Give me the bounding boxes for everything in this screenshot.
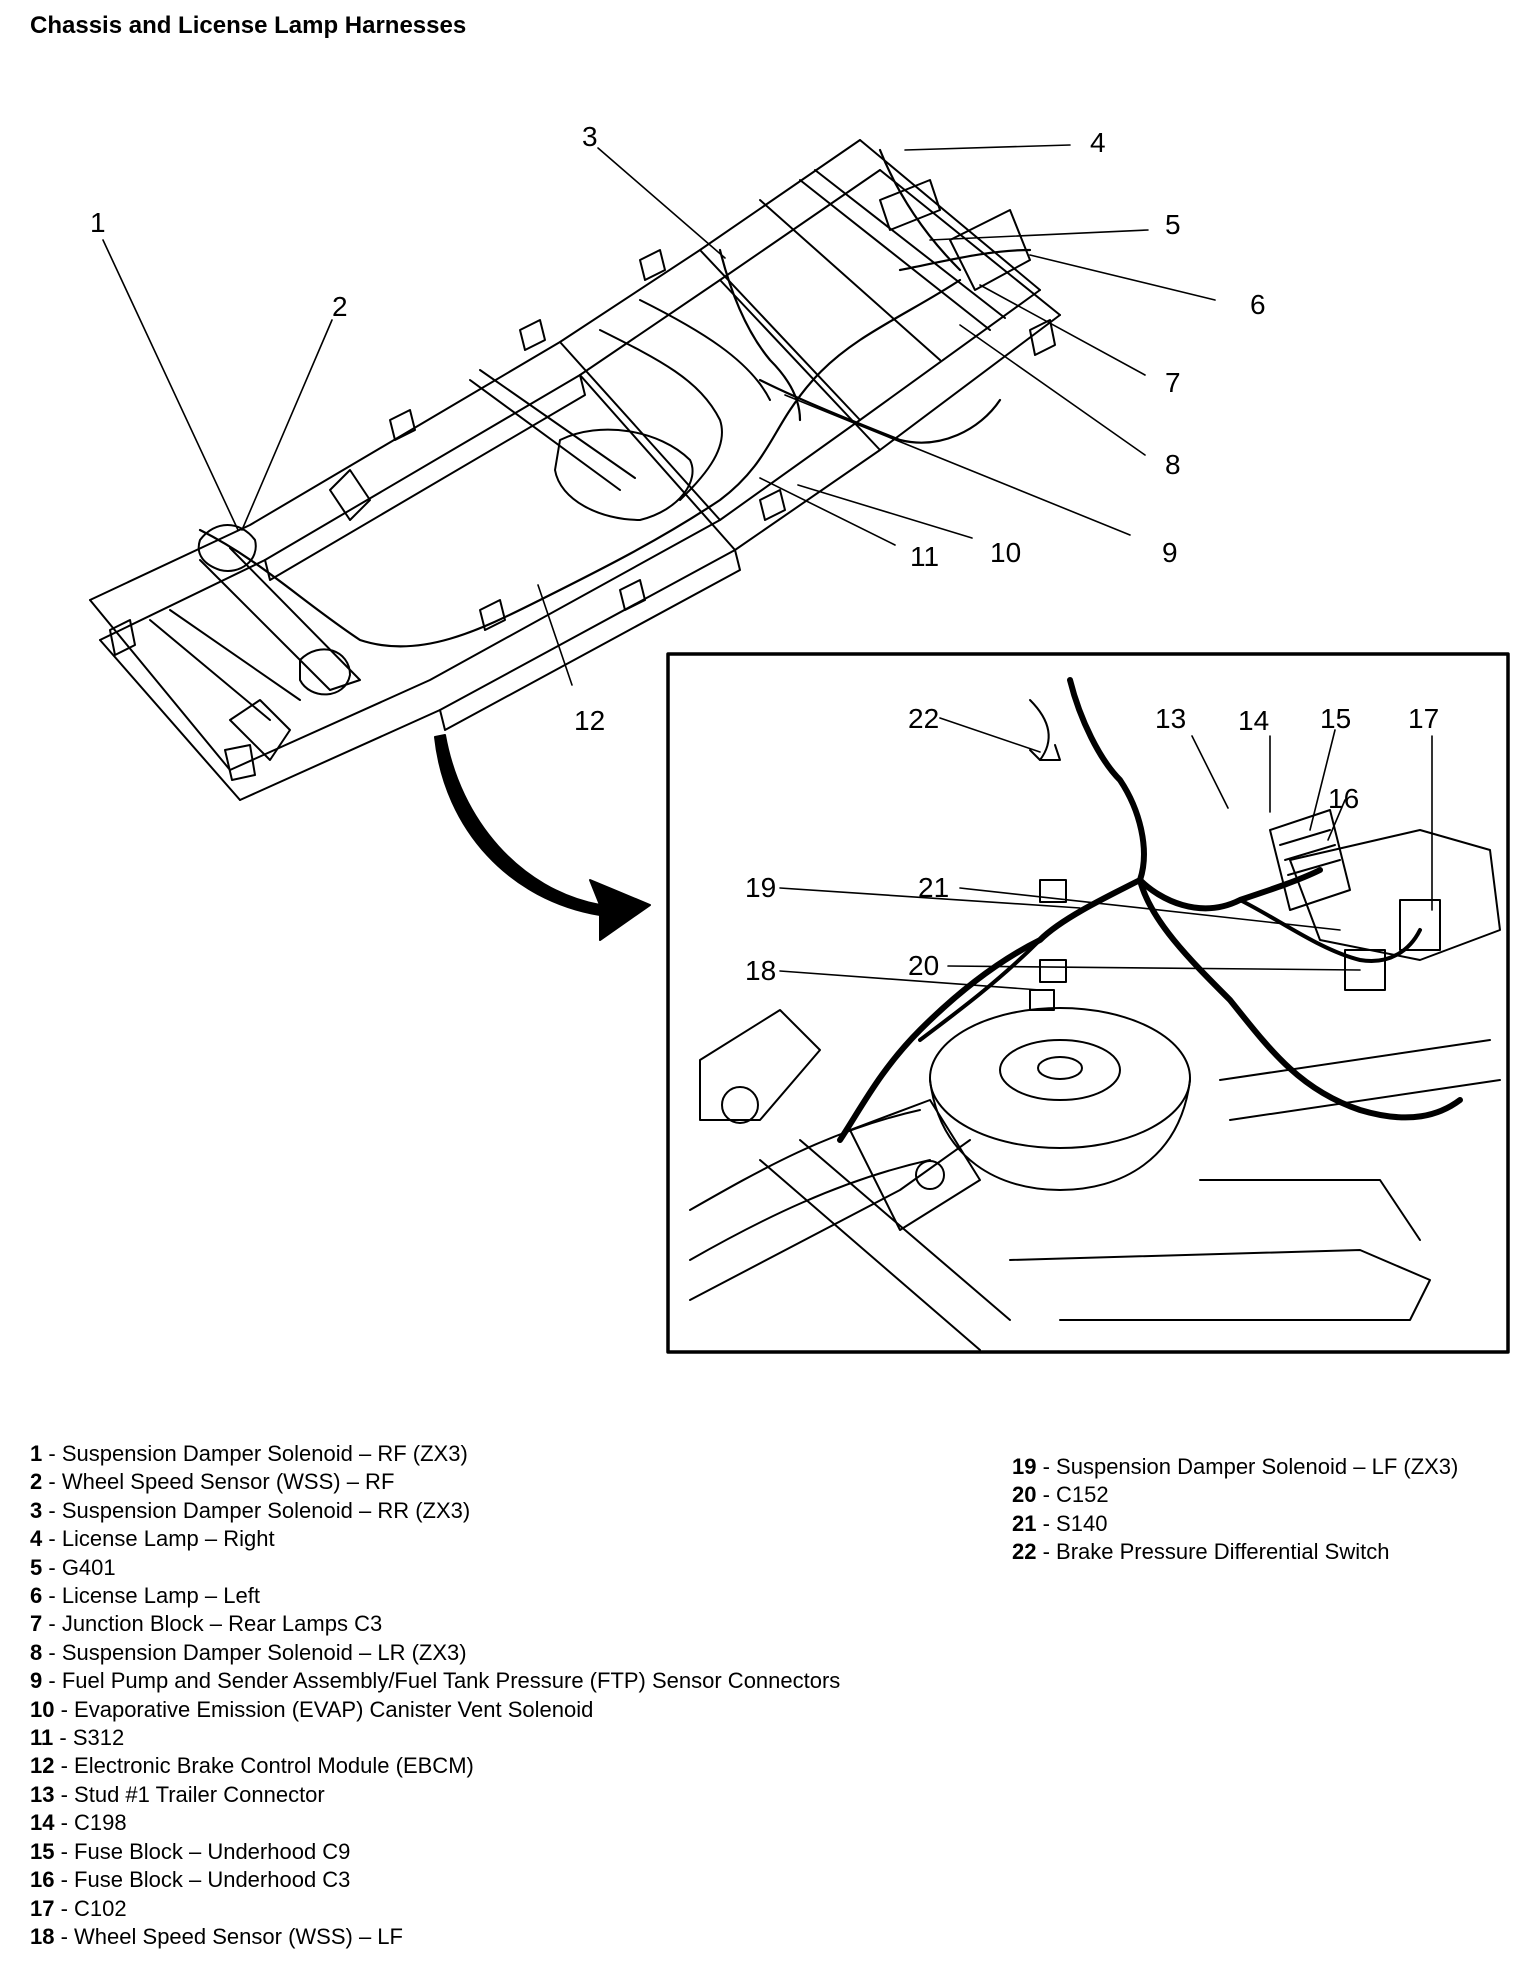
callout-9: 9 xyxy=(1162,537,1178,568)
legend-text: Wheel Speed Sensor (WSS) – LF xyxy=(74,1923,403,1949)
legend-number: 2 xyxy=(30,1469,43,1495)
legend-number: 5 xyxy=(30,1554,43,1580)
callout-20: 20 xyxy=(908,950,939,981)
legend-text: Fuse Block – Underhood C9 xyxy=(74,1838,351,1864)
legend-text: Wheel Speed Sensor (WSS) – RF xyxy=(61,1469,395,1495)
legend-number: 18 xyxy=(30,1923,55,1949)
harness-wiring xyxy=(198,148,1032,648)
legend-item: 14 - C198 xyxy=(30,1810,127,1836)
callout-17: 17 xyxy=(1408,703,1439,734)
legend-item: 2 - Wheel Speed Sensor (WSS) – RF xyxy=(30,1469,395,1495)
legend-number: 6 xyxy=(30,1583,43,1609)
legend-item: 10 - Evaporative Emission (EVAP) Caniste… xyxy=(30,1696,594,1722)
callout-7: 7 xyxy=(1165,367,1181,398)
legend-number: 7 xyxy=(30,1611,43,1637)
callout-15: 15 xyxy=(1320,703,1351,734)
legend-item: 7 - Junction Block – Rear Lamps C3 xyxy=(30,1611,383,1637)
legend-item: 22 - Brake Pressure Differential Switch xyxy=(1012,1539,1390,1565)
legend-item: 5 - G401 xyxy=(30,1554,116,1580)
legend-item: 9 - Fuel Pump and Sender Assembly/Fuel T… xyxy=(30,1668,841,1694)
legend-item: 4 - License Lamp – Right xyxy=(30,1526,275,1552)
legend-number: 16 xyxy=(30,1867,55,1893)
legend-number: 1 xyxy=(30,1441,43,1466)
legend-text: Evaporative Emission (EVAP) Canister Ven… xyxy=(74,1696,594,1722)
legend-number: 8 xyxy=(30,1639,43,1665)
callout-10: 10 xyxy=(990,537,1021,568)
legend-text: Suspension Damper Solenoid – LR (ZX3) xyxy=(61,1639,467,1665)
legend-text: Junction Block – Rear Lamps C3 xyxy=(61,1611,383,1637)
frame-drawing xyxy=(89,139,1061,801)
callout-21: 21 xyxy=(918,872,949,903)
legend-text: Suspension Damper Solenoid – RF (ZX3) xyxy=(61,1441,468,1466)
legend-number: 3 xyxy=(30,1497,43,1523)
legend-number: 17 xyxy=(30,1895,55,1921)
legend-number: 11 xyxy=(30,1725,54,1751)
callout-6: 6 xyxy=(1250,289,1266,320)
callout-12: 12 xyxy=(574,705,605,736)
callout-19: 19 xyxy=(745,872,776,903)
legend-item: 8 - Suspension Damper Solenoid – LR (ZX3… xyxy=(30,1639,467,1665)
detail-inset-box xyxy=(666,652,1510,1354)
callout-2: 2 xyxy=(332,291,348,322)
legend-number: 13 xyxy=(30,1781,55,1807)
legend-text: S140 xyxy=(1056,1510,1108,1536)
legend-number: 21 xyxy=(1012,1510,1037,1536)
legend-number: 22 xyxy=(1012,1539,1037,1565)
callout-16: 16 xyxy=(1328,783,1359,814)
legend-text: Fuse Block – Underhood C3 xyxy=(74,1867,351,1893)
legend-text: C198 xyxy=(74,1810,127,1836)
legend-number: 9 xyxy=(30,1668,43,1694)
legend-number: 19 xyxy=(1012,1454,1037,1479)
legend-number: 4 xyxy=(30,1526,43,1552)
legend-text: Stud #1 Trailer Connector xyxy=(74,1781,325,1807)
legend-item: 3 - Suspension Damper Solenoid – RR (ZX3… xyxy=(30,1497,471,1523)
callout-14: 14 xyxy=(1238,705,1269,736)
callout-11: 11 xyxy=(910,541,939,572)
legend-text: License Lamp – Right xyxy=(61,1526,275,1552)
legend-text: G401 xyxy=(61,1554,116,1580)
legend-number: 10 xyxy=(30,1696,55,1722)
callout-8: 8 xyxy=(1165,449,1181,480)
legend-item: 21 - S140 xyxy=(1012,1510,1108,1536)
page-title: Chassis and License Lamp Harnesses xyxy=(30,12,467,39)
legend-right: 19 - Suspension Damper Solenoid – LF (ZX… xyxy=(1012,1453,1458,1567)
detail-arrow xyxy=(434,734,651,941)
legend-item: 20 - C152 xyxy=(1012,1482,1109,1508)
callout-5: 5 xyxy=(1165,209,1181,240)
legend-text: Brake Pressure Differential Switch xyxy=(1056,1539,1390,1565)
callout-18: 18 xyxy=(745,955,776,986)
legend-number: 12 xyxy=(30,1753,55,1779)
callout-labels: 1 2 3 4 5 6 7 8 9 10 11 12 13 14 15 16 1… xyxy=(90,121,1439,986)
legend-number: 14 xyxy=(30,1810,55,1836)
legend-item: 6 - License Lamp – Left xyxy=(30,1583,260,1609)
detail-inset-drawing xyxy=(689,677,1501,1351)
callout-13: 13 xyxy=(1155,703,1186,734)
legend-text: Suspension Damper Solenoid – LF (ZX3) xyxy=(1056,1454,1459,1479)
leader-lines xyxy=(102,144,1216,686)
legend-item: 16 - Fuse Block – Underhood C3 xyxy=(30,1867,351,1893)
legend-item: 1 - Suspension Damper Solenoid – RF (ZX3… xyxy=(30,1441,468,1466)
legend-text: S312 xyxy=(72,1725,125,1751)
legend-item: 18 - Wheel Speed Sensor (WSS) – LF xyxy=(30,1923,403,1949)
legend-item: 13 - Stud #1 Trailer Connector xyxy=(30,1781,325,1807)
legend-number: 20 xyxy=(1012,1482,1037,1508)
legend-item: 12 - Electronic Brake Control Module (EB… xyxy=(30,1753,474,1779)
callout-4: 4 xyxy=(1090,127,1106,158)
callout-1: 1 xyxy=(90,207,106,238)
legend-text: Fuel Pump and Sender Assembly/Fuel Tank … xyxy=(61,1668,841,1694)
legend-text: License Lamp – Left xyxy=(61,1583,260,1609)
legend-text: C152 xyxy=(1056,1482,1109,1508)
callout-3: 3 xyxy=(582,121,598,152)
legend-item: 11 - S312 xyxy=(30,1725,125,1751)
chassis-diagram: 1 2 3 4 5 6 7 8 9 10 11 12 13 14 15 16 1… xyxy=(89,121,1510,1354)
legend-text: Electronic Brake Control Module (EBCM) xyxy=(74,1753,474,1779)
legend-text: C102 xyxy=(74,1895,127,1921)
legend-number: 15 xyxy=(30,1838,55,1864)
legend-item: 19 - Suspension Damper Solenoid – LF (ZX… xyxy=(1012,1454,1459,1479)
legend-item: 17 - C102 xyxy=(30,1895,127,1921)
legend-left: 1 - Suspension Damper Solenoid – RF (ZX3… xyxy=(30,1440,840,1951)
legend-item: 15 - Fuse Block – Underhood C9 xyxy=(30,1838,351,1864)
legend-text: Suspension Damper Solenoid – RR (ZX3) xyxy=(61,1497,471,1523)
callout-22: 22 xyxy=(908,703,939,734)
